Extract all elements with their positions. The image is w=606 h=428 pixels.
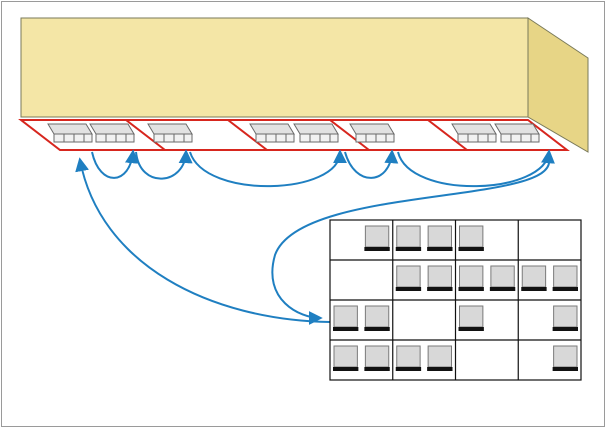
rack-pallet-load xyxy=(427,265,453,291)
rack-pallet-load xyxy=(552,305,578,331)
pallet-base xyxy=(552,287,578,291)
rack-pallet-load xyxy=(395,345,422,371)
pallet-base xyxy=(458,327,484,331)
flow-arrow-segment-1-to-segment-2 xyxy=(91,149,139,179)
carton xyxy=(459,265,484,288)
carton xyxy=(333,345,358,368)
storage-rack xyxy=(329,219,582,381)
flow-arrow-segment-3-to-segment-4 xyxy=(344,149,399,179)
carton xyxy=(553,265,578,288)
flow-arrows xyxy=(75,149,555,325)
floor-pallets xyxy=(47,123,540,143)
rack-pallet-load xyxy=(521,265,547,291)
carton xyxy=(553,345,578,368)
rack-pallet-load xyxy=(458,305,484,331)
pallet-base xyxy=(364,247,390,251)
pallet-base xyxy=(427,287,453,291)
rack-pallet-load xyxy=(458,225,484,251)
rack-pallet-load xyxy=(364,305,390,331)
pallet-base xyxy=(458,247,484,251)
floor-pallet xyxy=(293,123,339,143)
carton xyxy=(459,225,484,248)
pallet-base xyxy=(458,287,484,291)
pallet-base xyxy=(395,367,422,371)
pallet-base xyxy=(395,247,422,251)
pallet-base xyxy=(427,247,453,251)
flow-arrow-segment-2-to-segment-2b xyxy=(135,149,193,180)
floor-pallet xyxy=(89,123,135,143)
floor-pallet xyxy=(494,123,540,143)
shipping-container xyxy=(18,17,589,153)
rack-pallet-load xyxy=(395,265,422,291)
carton xyxy=(364,225,390,248)
rack-pallet-load xyxy=(333,345,359,371)
floor-pallet xyxy=(349,123,395,143)
carton xyxy=(396,225,421,248)
pallet-base xyxy=(364,327,390,331)
carton xyxy=(364,345,390,368)
rack-pallet-load xyxy=(552,265,578,291)
flow-arrow-segment-2b-to-segment-3 xyxy=(189,149,347,188)
flow-arrow-rack-to-segment-1-front xyxy=(75,157,331,323)
carton xyxy=(396,345,421,368)
carton xyxy=(521,265,547,288)
floor-divider xyxy=(329,119,370,151)
carton xyxy=(553,305,578,328)
rack-pallet-load xyxy=(395,225,422,251)
carton xyxy=(490,265,515,288)
floor-divider xyxy=(125,119,166,151)
carton xyxy=(427,345,452,368)
carton xyxy=(459,305,484,328)
floor-divider xyxy=(427,119,468,151)
floor-pallet xyxy=(147,123,193,143)
pallet-base xyxy=(333,327,359,331)
carton xyxy=(364,305,390,328)
floor-divider xyxy=(227,119,268,151)
floor-segment-dividers xyxy=(125,119,468,151)
carton xyxy=(427,225,452,248)
floor-pallet xyxy=(451,123,497,143)
rack-pallet-load xyxy=(552,345,578,371)
carton xyxy=(396,265,421,288)
rack-pallet-load xyxy=(427,225,453,251)
flow-arrow-segment-5-to-rack xyxy=(271,159,551,325)
pallet-base xyxy=(427,367,453,371)
pallet-base xyxy=(364,367,390,371)
rack-pallet-load xyxy=(333,305,359,331)
pallet-base xyxy=(489,287,516,291)
rack-pallet-load xyxy=(364,225,390,251)
rack-pallet-load xyxy=(458,265,484,291)
carton xyxy=(427,265,452,288)
pallet-base xyxy=(333,367,359,371)
floor-pallet xyxy=(47,123,93,143)
carton xyxy=(333,305,358,328)
floor-pallet xyxy=(249,123,295,143)
rack-pallet-load xyxy=(427,345,453,371)
pallet-base xyxy=(521,287,547,291)
rack-pallet-load xyxy=(364,345,390,371)
rack-pallet-load xyxy=(489,265,516,291)
pallet-base xyxy=(552,327,578,331)
pallet-base xyxy=(552,367,578,371)
container-front-face xyxy=(20,17,529,118)
pallet-base xyxy=(395,287,422,291)
flow-arrow-segment-4-to-segment-5 xyxy=(397,149,555,188)
